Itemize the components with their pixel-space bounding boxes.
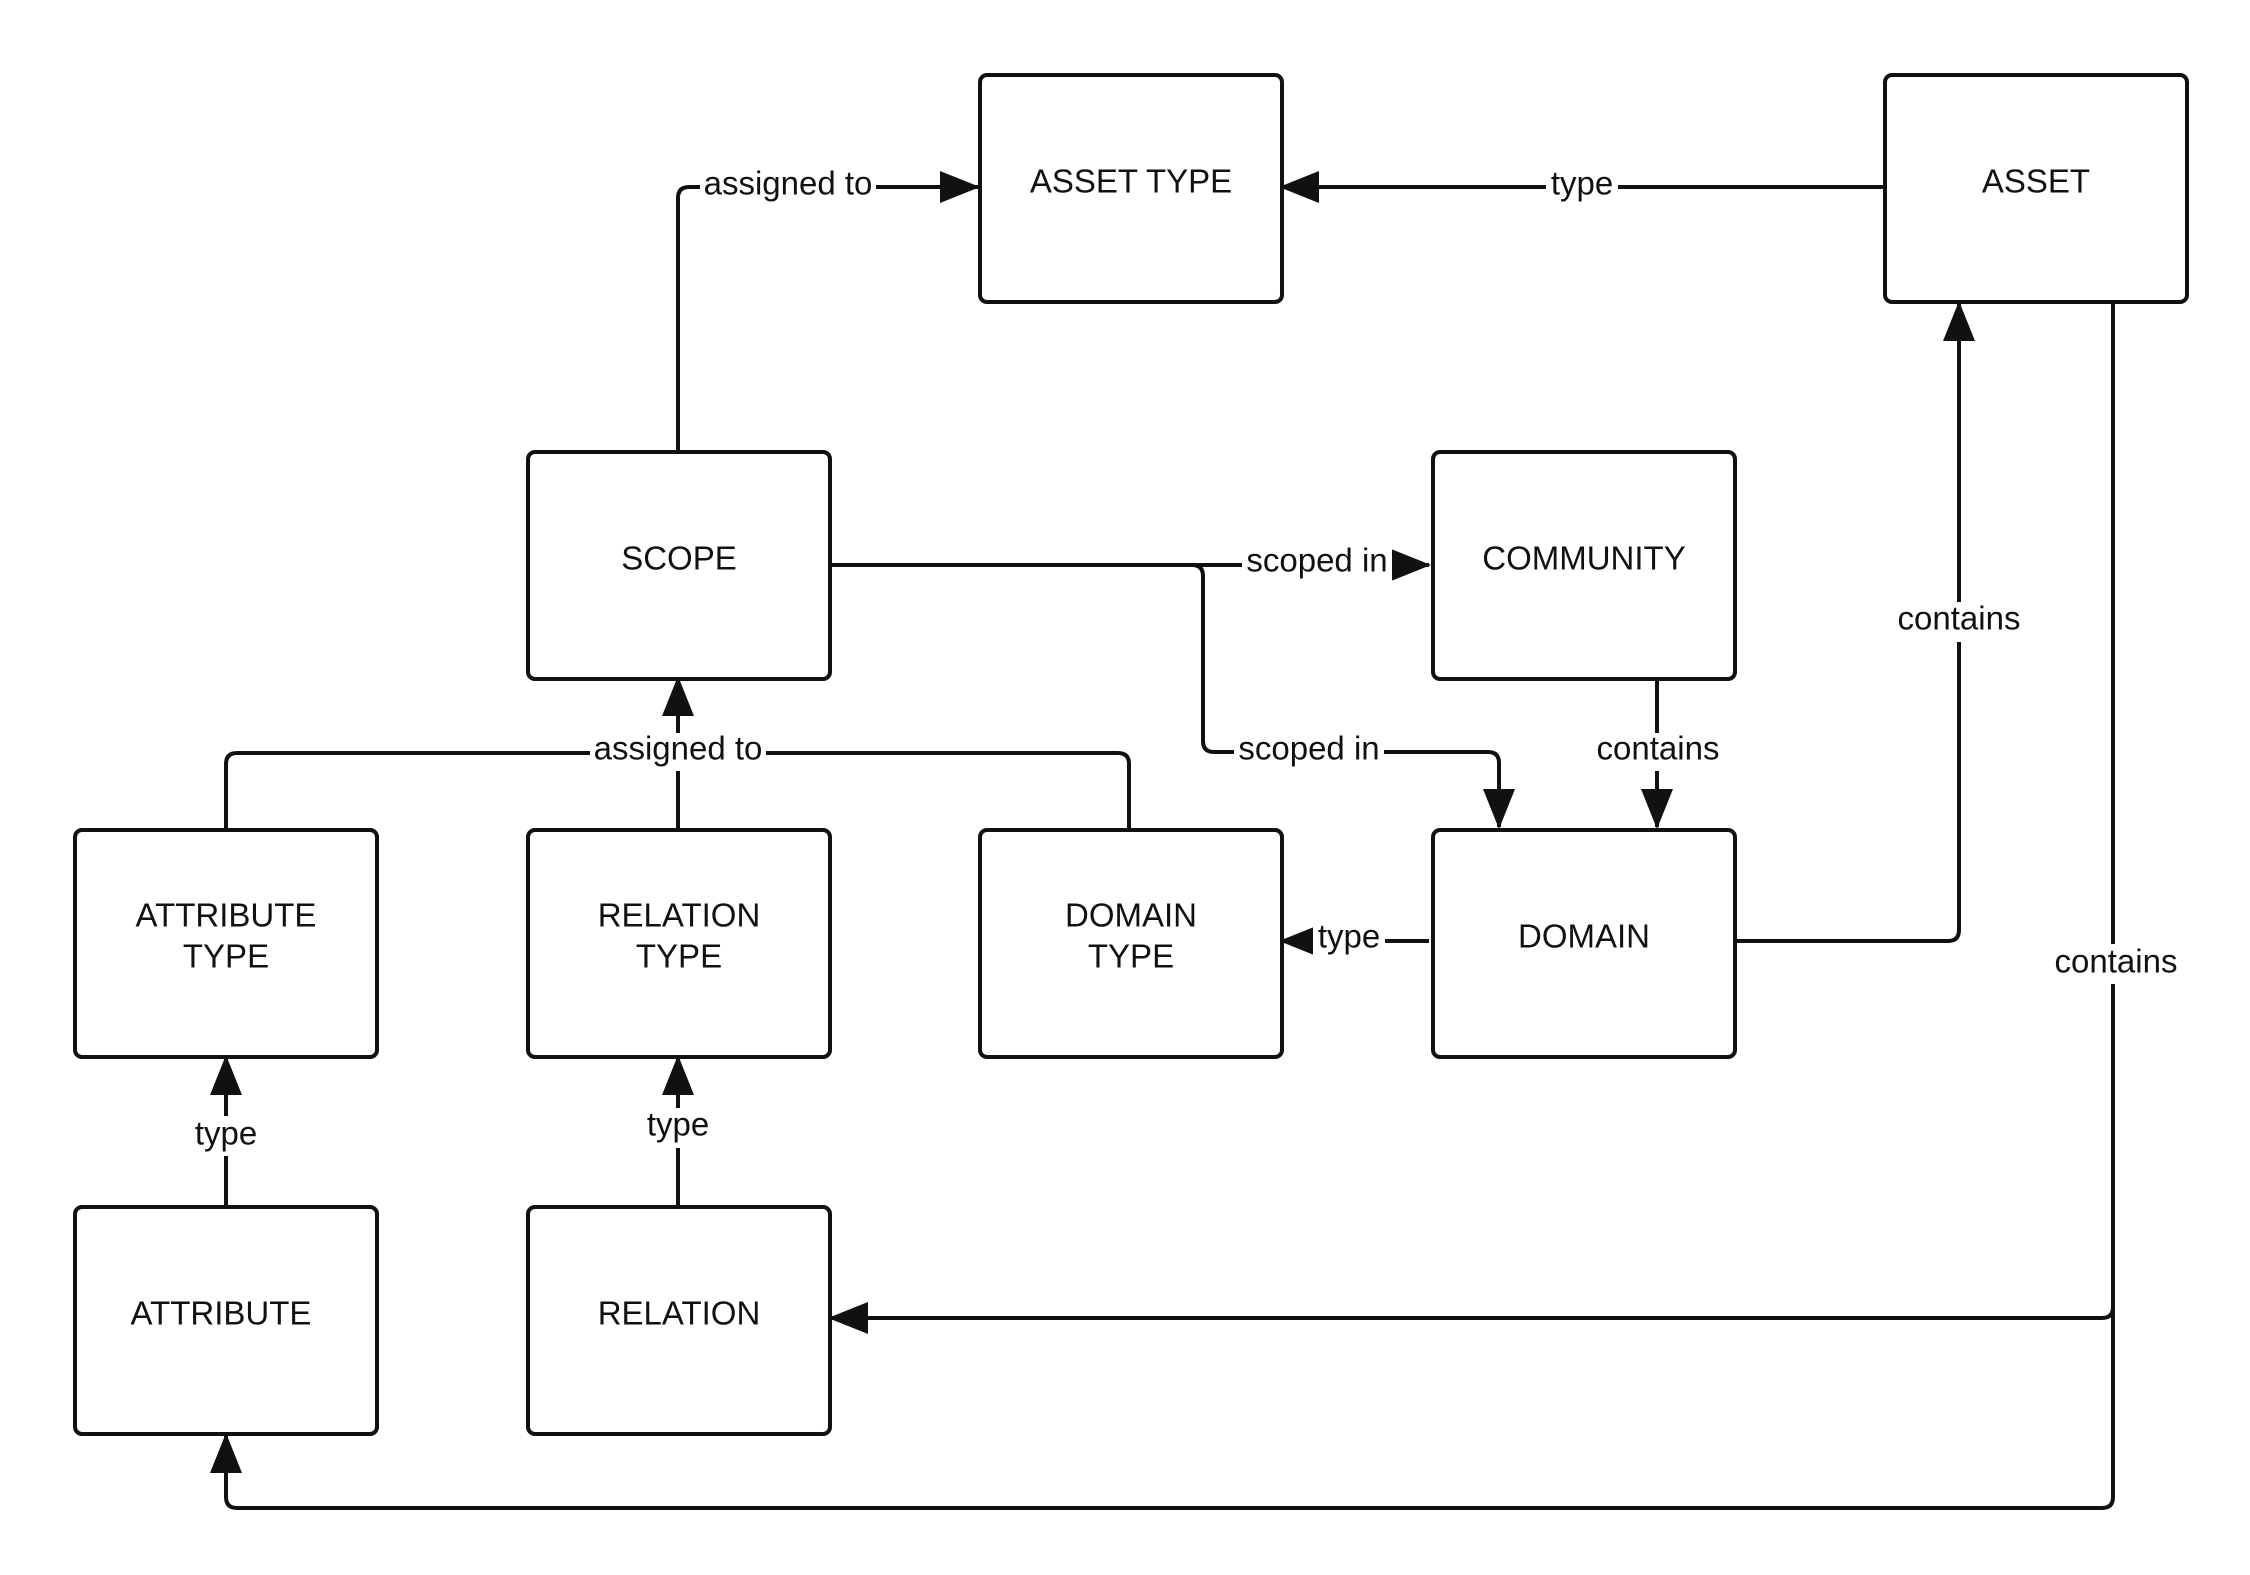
edge-label-assigned-to-asset-type: assigned to <box>700 165 876 206</box>
edge-label-asset-type: type <box>1546 165 1618 206</box>
edge-domain-contains-asset <box>1731 301 1975 943</box>
svg-text:SCOPE: SCOPE <box>621 540 737 577</box>
edge-label-community-contains-domain: contains <box>1594 730 1722 771</box>
svg-text:type: type <box>1551 165 1613 202</box>
edge-asset-contains-trunk <box>210 303 2115 1510</box>
node-attribute-type: ATTRIBUTE TYPE <box>73 828 379 1059</box>
svg-text:contains: contains <box>1898 600 2021 637</box>
svg-text:type: type <box>1318 918 1380 955</box>
edge-label-asset-contains: contains <box>2047 943 2179 984</box>
svg-text:assigned to: assigned to <box>704 165 873 202</box>
edges <box>210 171 2115 1510</box>
node-attribute: ATTRIBUTE <box>73 1205 379 1436</box>
edge-label-attribute-type: type <box>190 1115 262 1156</box>
svg-text:ATTRIBUTE: ATTRIBUTE <box>131 1295 312 1332</box>
svg-text:contains: contains <box>2055 943 2178 980</box>
svg-text:TYPE: TYPE <box>183 938 269 975</box>
node-relation: RELATION <box>526 1205 832 1436</box>
svg-text:type: type <box>647 1106 709 1143</box>
node-relation-type: RELATION TYPE <box>526 828 832 1059</box>
edge-label-scoped-in-community: scoped in <box>1242 542 1392 584</box>
svg-text:ASSET TYPE: ASSET TYPE <box>1030 163 1232 200</box>
svg-text:DOMAIN: DOMAIN <box>1518 918 1650 955</box>
svg-text:contains: contains <box>1597 730 1720 767</box>
node-domain: DOMAIN <box>1431 828 1737 1059</box>
svg-text:TYPE: TYPE <box>636 938 722 975</box>
svg-text:assigned to: assigned to <box>594 730 763 767</box>
node-scope: SCOPE <box>526 450 832 681</box>
edge-label-scoped-in-domain: scoped in <box>1234 730 1384 771</box>
edge-asset-contains-relation <box>828 1302 2115 1334</box>
edge-label-relation-type: type <box>642 1106 714 1148</box>
svg-text:DOMAIN: DOMAIN <box>1065 897 1197 934</box>
svg-text:RELATION: RELATION <box>598 897 761 934</box>
edge-label-domain-type: type <box>1313 918 1385 958</box>
node-community: COMMUNITY <box>1431 450 1737 681</box>
svg-text:ATTRIBUTE: ATTRIBUTE <box>136 897 317 934</box>
edge-label-domain-contains-asset: contains <box>1895 600 2023 642</box>
svg-text:TYPE: TYPE <box>1088 938 1174 975</box>
svg-text:scoped in: scoped in <box>1238 730 1379 767</box>
svg-text:ASSET: ASSET <box>1982 163 2090 200</box>
svg-text:RELATION: RELATION <box>598 1295 761 1332</box>
svg-text:scoped in: scoped in <box>1246 542 1387 579</box>
node-asset: ASSET <box>1883 73 2189 304</box>
svg-text:COMMUNITY: COMMUNITY <box>1482 540 1685 577</box>
edge-label-types-assigned-to-scope: assigned to <box>590 730 766 771</box>
node-asset-type: ASSET TYPE <box>978 73 1284 304</box>
edge-scope-assigned-to-asset-type <box>676 171 980 452</box>
edge-scope-scoped-in-domain <box>1191 563 1515 829</box>
node-domain-type: DOMAIN TYPE <box>978 828 1284 1059</box>
edge-labels: assigned to type scoped in scoped in con… <box>190 165 2179 1156</box>
svg-text:type: type <box>195 1115 257 1152</box>
nodes: ASSET TYPE ASSET SCOPE COMMUNITY ATTRIBU… <box>73 73 2189 1436</box>
